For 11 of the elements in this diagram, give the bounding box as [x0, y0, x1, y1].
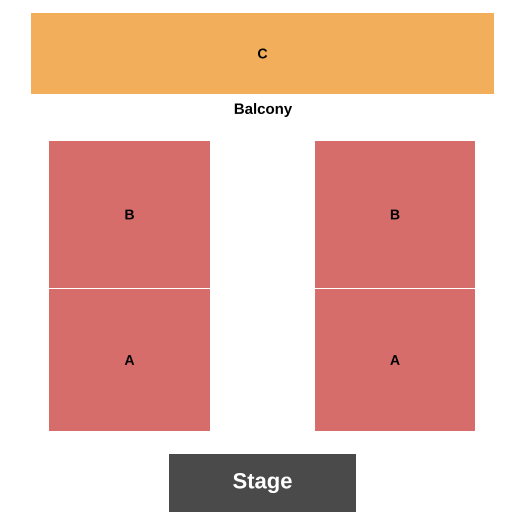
- node-label: A: [390, 355, 400, 365]
- stage-block: Stage: [169, 454, 356, 512]
- node-label: B: [125, 210, 134, 220]
- node-label: A: [124, 355, 134, 365]
- section-block: A: [315, 289, 475, 431]
- node-label: B: [390, 210, 400, 220]
- section-block: C: [31, 13, 494, 94]
- area-label: Balcony: [234, 103, 292, 117]
- section-block: B: [49, 141, 210, 288]
- section-block: B: [315, 141, 475, 288]
- section-block: A: [49, 289, 210, 431]
